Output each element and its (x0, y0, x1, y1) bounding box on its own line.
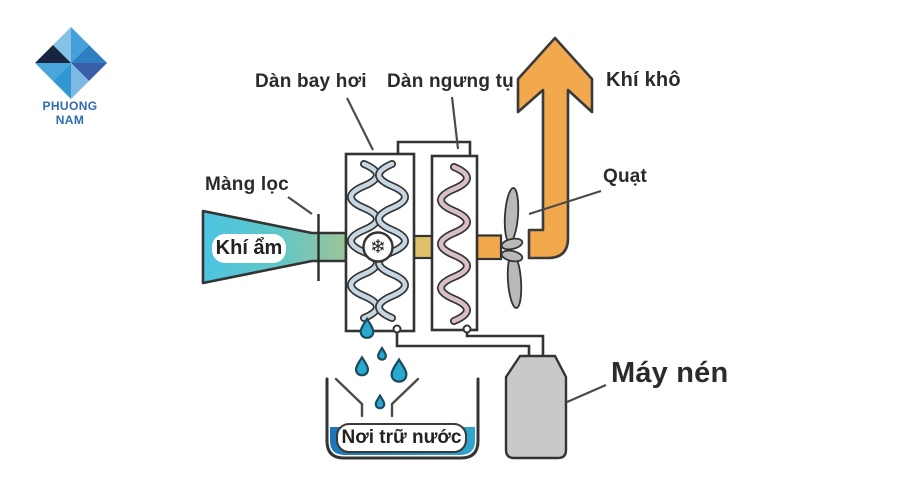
refrigerant-pipe-evaporator (395, 332, 531, 357)
coil-port-evaporator (392, 324, 402, 334)
label-water-tank-text: Nơi trữ nước (341, 427, 462, 448)
snowflake-badge (362, 231, 394, 263)
condenser-coil (438, 164, 470, 324)
brand-name: PHUONG NAM (42, 99, 98, 127)
label-compressor: Máy nén (611, 357, 729, 389)
snowflake-icon: ❄ (370, 236, 386, 258)
refrigerant-pipe-top (396, 140, 472, 158)
brand-logo-diamond (35, 27, 107, 99)
label-filter: Màng lọc (205, 174, 289, 195)
label-humid-air: Khí ẩm (212, 234, 286, 263)
label-water-tank: Nơi trữ nước (336, 423, 467, 453)
leader-fan (528, 189, 602, 216)
drip-guide-right (390, 377, 420, 418)
tank-outline (325, 377, 480, 460)
leader-compressor (566, 383, 607, 404)
label-humid-air-text: Khí ẩm (215, 237, 283, 259)
fan-blades (500, 187, 524, 309)
water-droplets (356, 319, 406, 408)
drip-guide-left (334, 377, 364, 418)
leader-filter (287, 196, 313, 215)
evaporator-coil (348, 161, 380, 321)
evaporator-coil2 (376, 161, 408, 321)
compressor-body (504, 354, 568, 460)
label-condenser: Dàn ngưng tụ (387, 71, 514, 92)
duct-middle (412, 234, 434, 260)
label-evaporator: Dàn bay hơi (255, 71, 367, 92)
dry-air-arrow (516, 36, 594, 260)
leader-evaporator (346, 97, 374, 151)
leader-lines (287, 96, 607, 404)
refrigerant-pipe-condenser (465, 332, 545, 357)
label-fan: Quạt (603, 166, 648, 187)
label-dry-air: Khí khô (606, 69, 681, 91)
coil-port-condenser (462, 324, 472, 334)
leader-condenser (450, 96, 460, 150)
duct-outlet (475, 234, 503, 261)
